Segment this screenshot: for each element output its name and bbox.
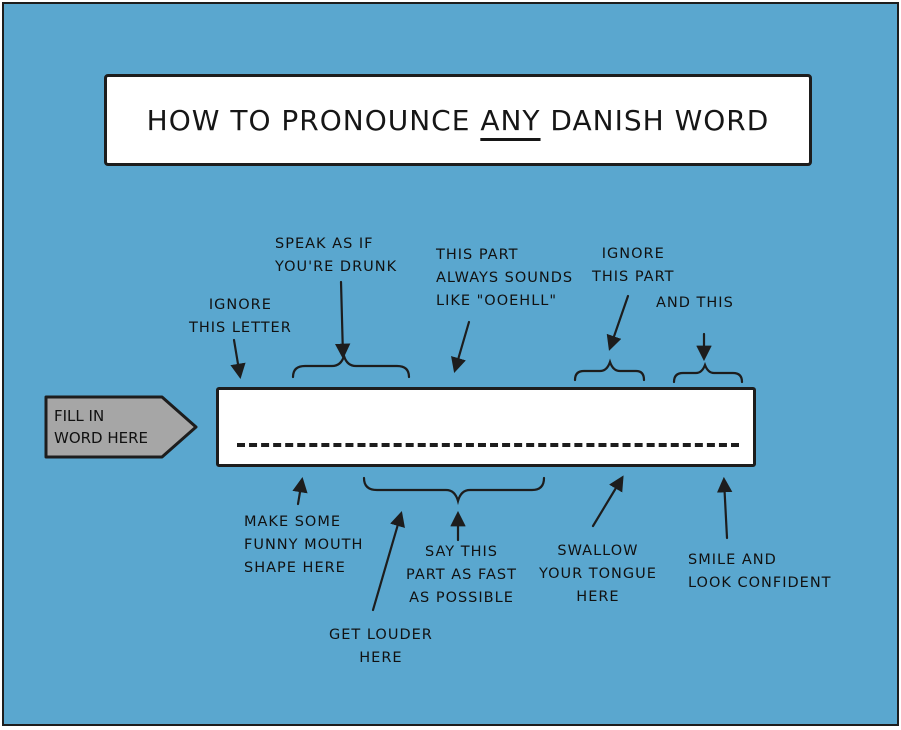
brace-and-this <box>672 361 744 384</box>
brace-fast <box>362 476 546 506</box>
note-mouth-line1: MAKE SOME <box>244 514 341 530</box>
note-drunk-line2: YOU'RE DRUNK <box>275 259 398 275</box>
note-ignore-part-line1: IGNORE <box>601 246 665 262</box>
note-mouth: MAKE SOME FUNNY MOUTH SHAPE HERE <box>244 511 363 580</box>
title-emphasis: ANY <box>480 103 541 137</box>
title-box: HOW TO PRONOUNCE ANY DANISH WORD <box>104 74 812 166</box>
note-mouth-line3: SHAPE HERE <box>244 560 346 576</box>
note-fast-line3: AS POSSIBLE <box>409 590 514 606</box>
arrow-ignore-part <box>606 294 630 351</box>
tag-arrow-shape <box>44 395 198 459</box>
note-ooehll: THIS PART ALWAYS SOUNDS LIKE "OOEHLL" <box>436 244 573 313</box>
arrow-drunk <box>334 280 351 360</box>
note-ignore-letter-line2: THIS LETTER <box>189 320 292 336</box>
note-swallow: SWALLOW YOUR TONGUE HERE <box>539 540 657 609</box>
arrow-smile <box>716 476 733 540</box>
note-and-this-line1: AND THIS <box>656 295 734 311</box>
fill-in-label: FILL IN WORD HERE <box>54 405 148 449</box>
note-fast: SAY THIS PART AS FAST AS POSSIBLE <box>406 541 517 610</box>
note-and-this: AND THIS <box>656 292 734 315</box>
brace-drunk <box>291 352 411 379</box>
note-fast-line1: SAY THIS <box>424 544 498 560</box>
fill-in-label-line2: WORD HERE <box>54 429 149 447</box>
note-smile: SMILE AND LOOK CONFIDENT <box>688 549 832 595</box>
title-text-start: HOW TO PRONOUNCE <box>146 103 481 137</box>
note-swallow-line3: HERE <box>576 589 620 605</box>
arrow-ooehll <box>451 320 471 373</box>
note-drunk-line1: SPEAK AS IF <box>275 236 374 252</box>
note-ignore-letter-line1: IGNORE <box>208 297 272 313</box>
note-swallow-line2: YOUR TONGUE <box>539 566 657 582</box>
note-louder-line1: GET LOUDER <box>329 627 433 643</box>
note-louder-line2: HERE <box>359 650 403 666</box>
note-ooehll-line3: LIKE "OOEHLL" <box>436 293 558 309</box>
arrow-ignore-letter <box>230 338 246 380</box>
page-title: HOW TO PRONOUNCE ANY DANISH WORD <box>147 104 770 137</box>
fill-in-label-line1: FILL IN <box>54 407 105 425</box>
note-ooehll-line1: THIS PART <box>436 247 519 263</box>
note-ignore-part-line2: THIS PART <box>592 269 675 285</box>
arrow-swallow <box>591 475 624 528</box>
arrow-mouth <box>292 476 308 506</box>
title-text-end: DANISH WORD <box>540 103 770 137</box>
note-smile-line1: SMILE AND <box>688 552 777 568</box>
arrow-louder <box>371 511 405 612</box>
note-louder: GET LOUDER HERE <box>329 624 433 670</box>
brace-ignore-part <box>573 358 646 382</box>
note-ignore-letter: IGNORE THIS LETTER <box>189 294 292 340</box>
note-smile-line2: LOOK CONFIDENT <box>688 575 832 591</box>
note-ignore-part: IGNORE THIS PART <box>592 243 674 289</box>
note-fast-line2: PART AS FAST <box>406 567 517 583</box>
fill-in-tag: FILL IN WORD HERE <box>44 394 199 460</box>
note-drunk: SPEAK AS IF YOU'RE DRUNK <box>275 233 397 279</box>
note-swallow-line1: SWALLOW <box>557 543 639 559</box>
note-mouth-line2: FUNNY MOUTH <box>244 537 364 553</box>
word-input-box <box>216 387 756 467</box>
note-ooehll-line2: ALWAYS SOUNDS <box>436 270 574 286</box>
word-blank-dashes <box>237 443 739 447</box>
